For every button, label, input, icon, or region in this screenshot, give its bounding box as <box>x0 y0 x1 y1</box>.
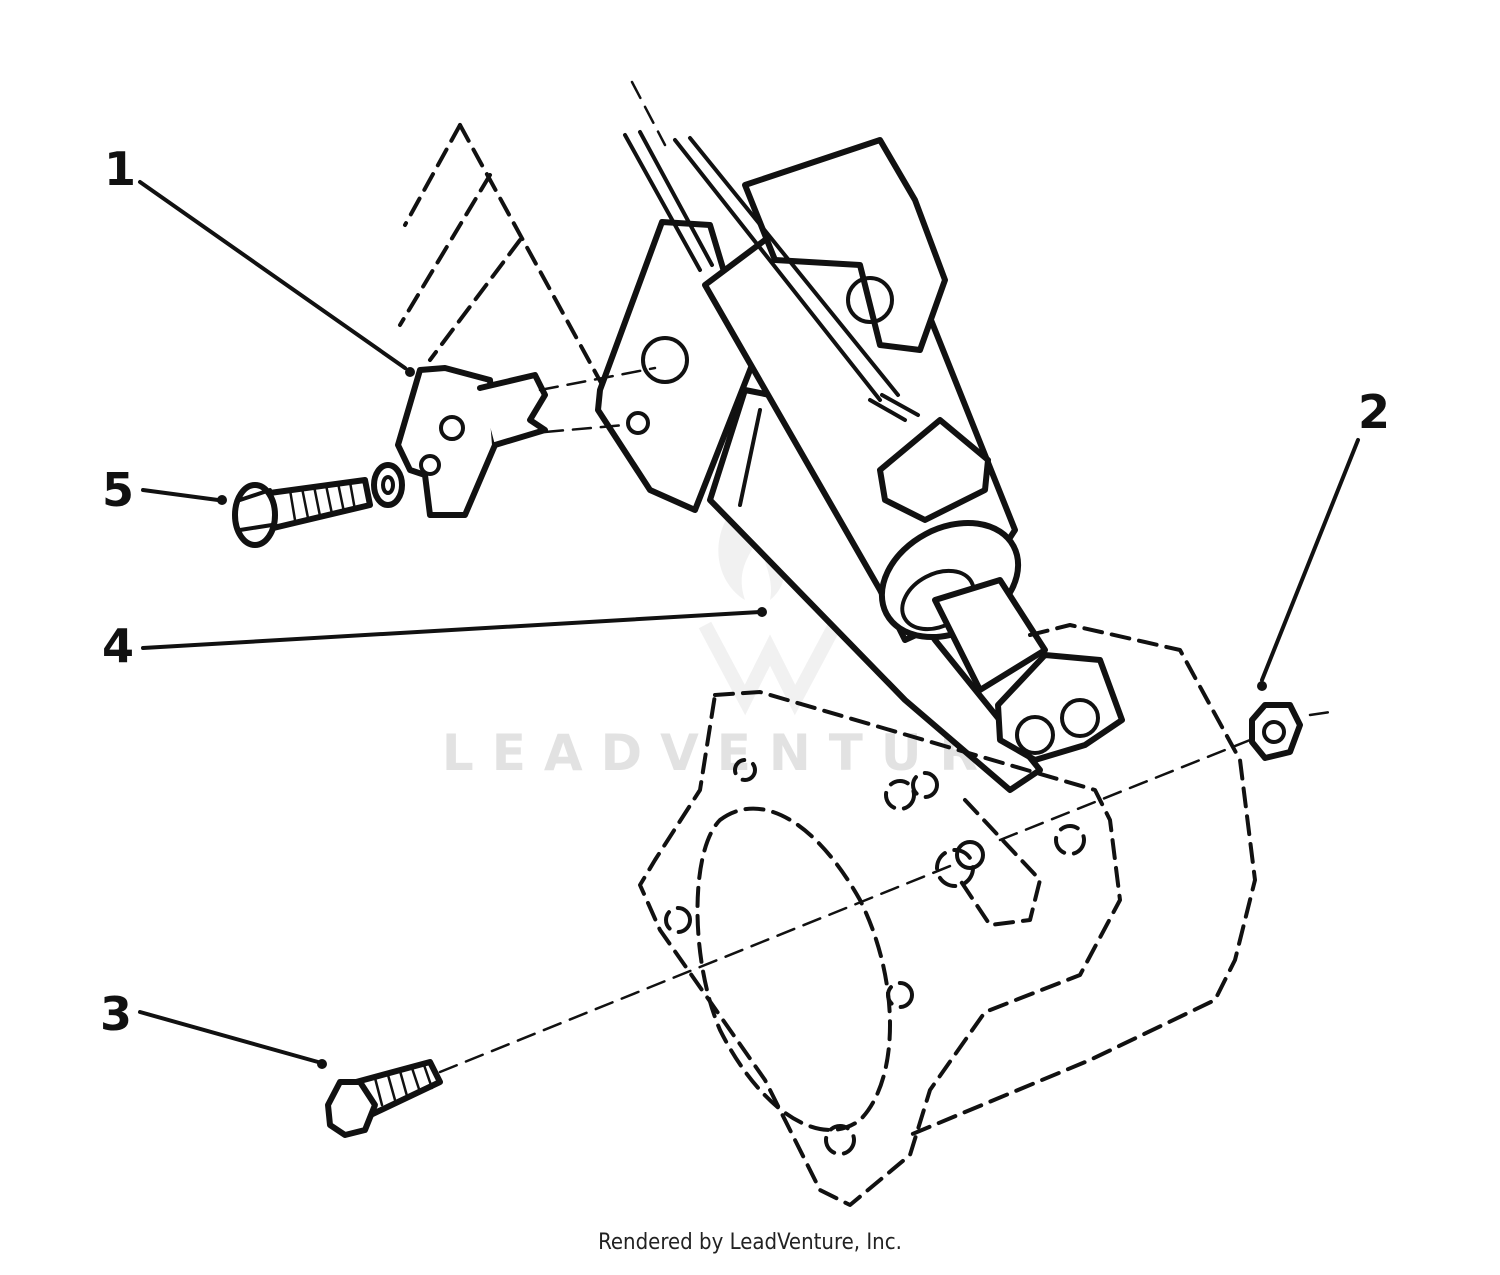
callout-1: 1 <box>104 142 136 196</box>
callout-2: 2 <box>1358 385 1390 439</box>
callout-5: 5 <box>102 463 134 517</box>
part-1-link-bracket <box>395 365 657 518</box>
part-2-nut <box>1249 702 1332 761</box>
leader-lines <box>138 180 1360 1069</box>
part-3-bolt <box>325 736 1257 1138</box>
part-5-bolt-washer <box>232 462 405 548</box>
callout-3: 3 <box>100 987 132 1041</box>
engine-housing-outline <box>638 623 1257 1207</box>
solenoid-bracket-assembly <box>595 130 1125 793</box>
housing-bolt-hole <box>935 840 985 888</box>
engine-outline-upper <box>398 123 607 392</box>
axis-line-cylinder <box>630 80 667 147</box>
callout-4: 4 <box>102 619 134 673</box>
footer-credit: Rendered by LeadVenture, Inc. <box>598 1230 902 1255</box>
